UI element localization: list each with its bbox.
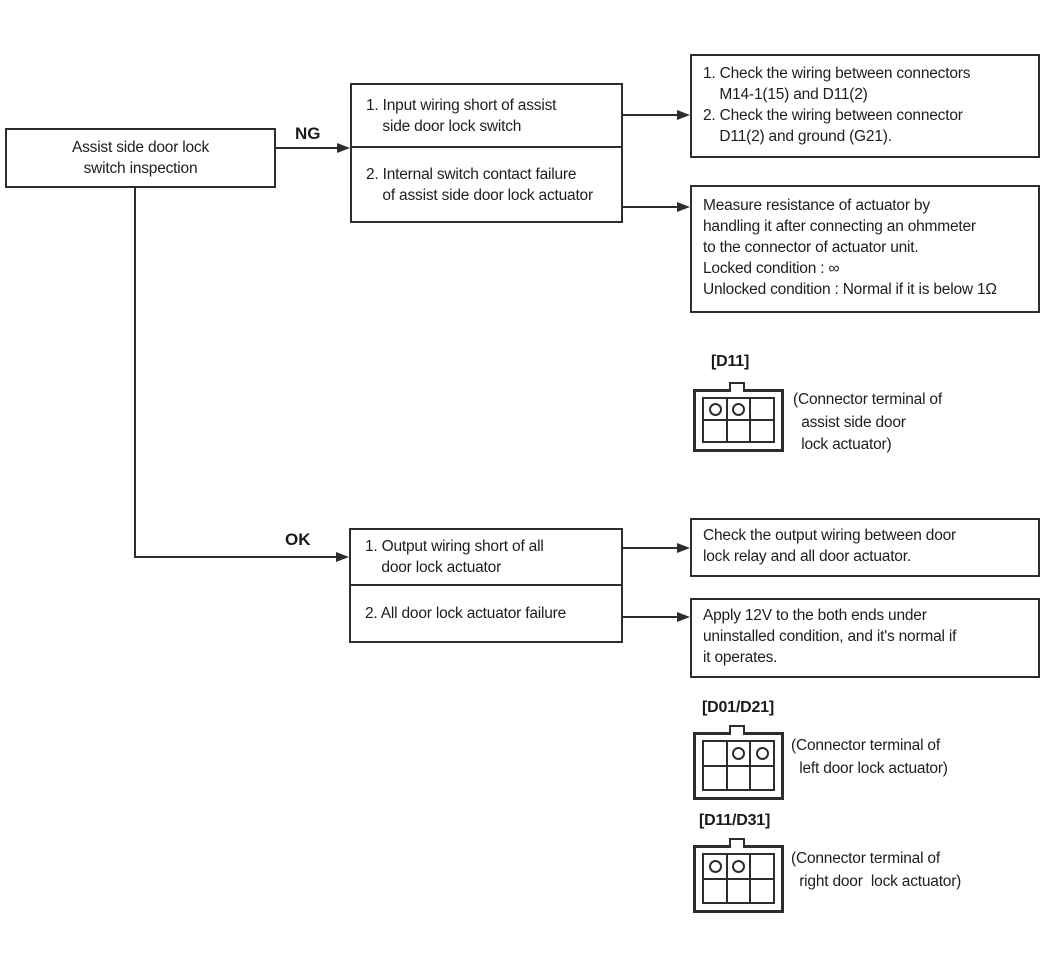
connector-cell — [703, 854, 727, 879]
ok-branch-vertical-line — [134, 186, 136, 558]
connector-cell — [726, 878, 751, 903]
pin-circle — [732, 403, 746, 416]
connector-cell — [703, 398, 727, 420]
connector-d11-d31-caption: (Connector terminal of right door lock a… — [791, 850, 962, 890]
connector-d11-diagram — [693, 382, 784, 452]
ng-action-1-text: 1. Check the wiring between connectors M… — [703, 65, 971, 145]
ok-arrowhead-icon — [336, 552, 349, 562]
pin-circle — [732, 747, 746, 761]
connector-cell — [726, 854, 751, 879]
ok-action-1-box: Check the output wiring between door loc… — [690, 518, 1040, 577]
ng-action-1-arrowhead-icon — [677, 110, 690, 120]
ok-action-1-arrowhead-icon — [677, 543, 690, 553]
ok-action-1-text: Check the output wiring between door loc… — [703, 527, 957, 565]
connector-d11-caption: (Connector terminal of assist side door … — [793, 391, 942, 453]
connector-cell — [726, 741, 751, 766]
ng-action-2-box: Measure resistance of actuator by handli… — [690, 185, 1040, 313]
connector-cell — [750, 398, 774, 420]
ng-cause-1-cell: 1. Input wiring short of assist side doo… — [352, 85, 621, 148]
connector-d01-d21-caption: (Connector terminal of left door lock ac… — [791, 737, 948, 777]
connector-cell — [750, 854, 774, 879]
connector-d01-d21-label: [D01/D21] — [702, 699, 775, 716]
connector-cell — [750, 741, 774, 766]
ok-branch-label: OK — [285, 530, 311, 549]
ok-action-2-arrow-line — [623, 616, 678, 618]
ok-cause-1-cell: 1. Output wiring short of all door lock … — [351, 530, 621, 586]
connector-cell — [703, 741, 727, 766]
connector-cell — [750, 420, 774, 442]
ng-action-1-box: 1. Check the wiring between connectors M… — [690, 54, 1040, 158]
connector-tab — [729, 838, 745, 848]
connector-d11-grid — [702, 397, 775, 443]
ng-action-2-arrow-line — [623, 206, 678, 208]
ng-causes-box: 1. Input wiring short of assist side doo… — [350, 83, 623, 223]
connector-d01-d21-grid — [702, 740, 775, 791]
connector-d01-d21-diagram — [693, 725, 784, 800]
ok-causes-box: 1. Output wiring short of all door lock … — [349, 528, 623, 643]
connector-cell — [703, 420, 727, 442]
ok-arrow-line — [134, 556, 337, 558]
ok-action-2-box: Apply 12V to the both ends under uninsta… — [690, 598, 1040, 678]
ng-branch-label: NG — [295, 124, 321, 143]
start-box-label: Assist side door lock switch inspection — [71, 139, 210, 177]
connector-cell — [750, 765, 774, 790]
start-box: Assist side door lock switch inspection — [5, 128, 276, 188]
ng-arrow-line — [276, 147, 338, 149]
connector-cell — [726, 398, 751, 420]
connector-tab — [729, 382, 745, 392]
ng-action-1-arrow-line — [623, 114, 678, 116]
connector-cell — [726, 420, 751, 442]
ok-cause-2-cell: 2. All door lock actuator failure — [351, 586, 621, 641]
pin-circle — [708, 403, 722, 416]
ng-cause-1-text: 1. Input wiring short of assist side doo… — [366, 96, 557, 135]
ok-action-2-arrowhead-icon — [677, 612, 690, 622]
connector-cell — [750, 878, 774, 903]
connector-d11-label: [D11] — [711, 353, 750, 370]
connector-d11-d31-label: [D11/D31] — [699, 812, 771, 829]
connector-cell — [726, 765, 751, 790]
ng-cause-2-cell: 2. Internal switch contact failure of as… — [352, 148, 621, 221]
pin-circle — [756, 747, 770, 761]
connector-cell — [703, 878, 727, 903]
connector-cell — [703, 765, 727, 790]
ok-action-1-arrow-line — [623, 547, 678, 549]
ng-cause-2-text: 2. Internal switch contact failure of as… — [366, 165, 593, 204]
ok-action-2-text: Apply 12V to the both ends under uninsta… — [703, 607, 957, 666]
ng-action-2-text: Measure resistance of actuator by handli… — [703, 197, 997, 298]
connector-d11-d31-grid — [702, 853, 775, 904]
pin-circle — [732, 860, 746, 874]
ok-cause-1-text: 1. Output wiring short of all door lock … — [365, 538, 544, 576]
ok-cause-2-text: 2. All door lock actuator failure — [365, 605, 567, 622]
connector-tab — [729, 725, 745, 735]
ng-arrowhead-icon — [337, 143, 350, 153]
ng-action-2-arrowhead-icon — [677, 202, 690, 212]
pin-circle — [708, 860, 722, 874]
connector-d11-d31-diagram — [693, 838, 784, 913]
